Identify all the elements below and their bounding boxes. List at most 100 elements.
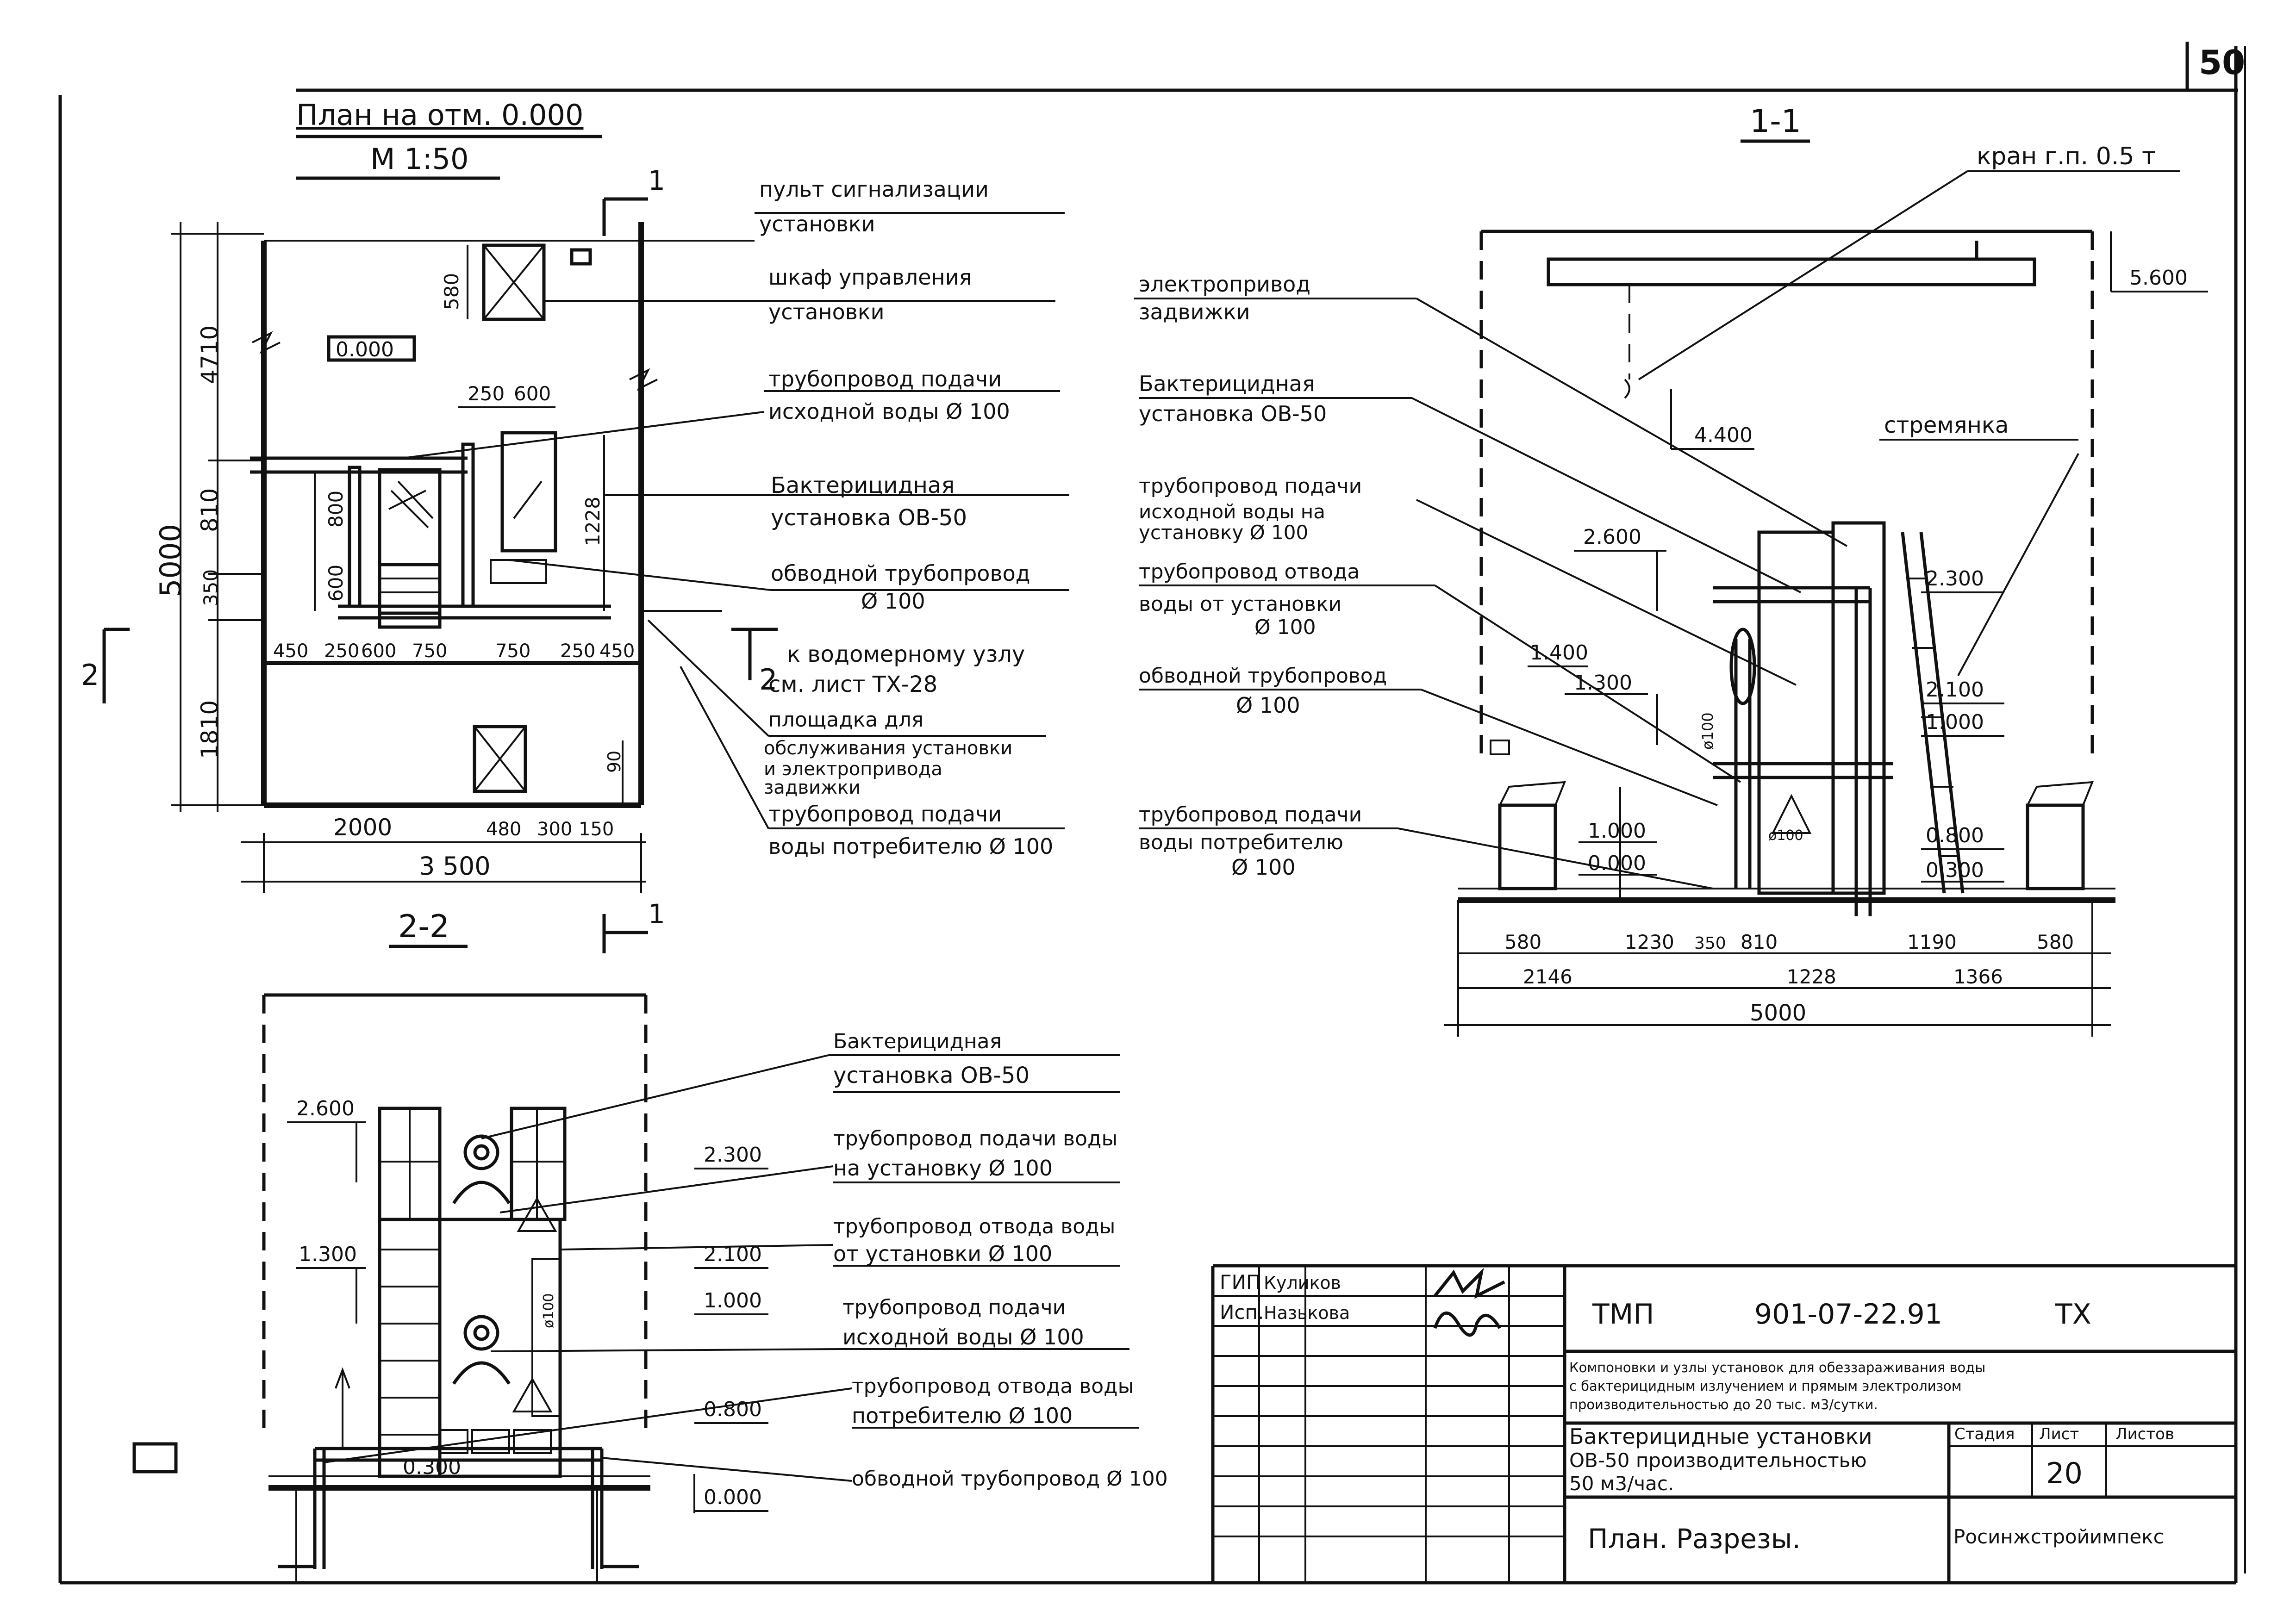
plan-dim-row-3: 750 <box>412 640 447 662</box>
section-1-1-dim2-1: 1228 <box>1787 965 1836 988</box>
section-2-2-level-5: 0.800 <box>704 1398 762 1421</box>
section-1-1-dim2-2: 1366 <box>1953 965 2003 988</box>
section-1-1-dim2-0: 2146 <box>1523 965 1572 988</box>
title-sheets-header: Листов <box>2115 1425 2174 1443</box>
section-2-2-level-7: 0.000 <box>704 1486 762 1509</box>
plan-callout-6-l1: площадка для <box>768 708 923 732</box>
plan-dim-v-3: 810 <box>196 488 223 532</box>
plan-dim-row-5: 250 <box>560 640 595 662</box>
section-1-1-dim1-0: 580 <box>1504 931 1541 953</box>
title-name-2: Назькова <box>1264 1303 1350 1323</box>
title-number: 901-07-22.91 <box>1754 1298 1942 1331</box>
plan-callout-2-l1: трубопровод подачи <box>768 367 1002 392</box>
plan-section-2-left: 2 <box>81 658 99 692</box>
section-2-2-callout-3-l2: исходной воды Ø 100 <box>842 1325 1084 1349</box>
plan-callout-5-l2: см. лист ТХ-28 <box>768 672 937 697</box>
title-content: План. Разрезы. <box>1588 1523 1801 1555</box>
section-2-2-title: 2-2 <box>398 908 449 945</box>
section-2-2-callout-1-l2: на установку Ø 100 <box>833 1156 1053 1181</box>
plan-dim-v-2: 5000 <box>154 524 187 597</box>
section-1-1-level-6: 2.100 <box>1926 678 1984 702</box>
section-1-1-level-1: 4.400 <box>1694 423 1753 447</box>
title-mark: ТХ <box>2055 1298 2091 1331</box>
section-1-1-callout-2-l3: установку Ø 100 <box>1139 521 1308 544</box>
section-2-2-level-2: 1.300 <box>299 1243 357 1266</box>
plan-callout-3-l1: Бактерицидная <box>771 473 955 498</box>
plan-view: План на отм. 0.000 М 1:50 0.000 <box>81 98 778 953</box>
plan-dim-total: 3 500 <box>419 852 491 881</box>
signature-1 <box>1434 1268 1505 1299</box>
plan-dim-bottom-2: 300 <box>537 819 572 840</box>
title-desc-1: Компоновки и узлы установок для обеззара… <box>1569 1360 1985 1375</box>
section-2-2-callout-0-l2: установка ОВ-50 <box>833 1063 1029 1088</box>
signature-2 <box>1433 1312 1502 1337</box>
section-1-1-title: 1-1 <box>1750 103 1801 140</box>
section-1-1-dim1-3: 810 <box>1741 931 1778 953</box>
title-sheet: 20 <box>2046 1456 2083 1490</box>
title-name-l1: Бактерицидные установки <box>1569 1424 1872 1449</box>
section-1-1-dim1-5: 580 <box>2037 931 2074 953</box>
plan-dim-v-5: 1810 <box>196 700 223 759</box>
section-1-1-ladder: стремянка <box>1884 412 2009 438</box>
section-1-1-callout-2-l1: трубопровод подачи <box>1139 474 1362 498</box>
section-1-1-pipe-0: ø100 <box>1699 712 1716 750</box>
section-1-1-callout-1-l2: установка ОВ-50 <box>1139 401 1327 426</box>
plan-dim-i-2: 1228 <box>581 497 604 546</box>
section-1-1-callout-5-l2: воды потребителю <box>1139 831 1343 854</box>
section-1-1-level-0: 5.600 <box>2129 266 2188 290</box>
plan-callouts: пульт сигнализации установки шкаф управл… <box>402 177 1069 859</box>
section-2-2-callouts: Бактерицидная установка ОВ-50 трубопрово… <box>324 1030 1168 1491</box>
plan-dim-top-1: 600 <box>514 382 551 405</box>
plan-callout-4-l1: обводной трубопровод <box>771 561 1030 586</box>
section-1-1-crane: кран г.п. 0.5 т <box>1977 143 2156 170</box>
plan-section-1-top: 1 <box>648 165 665 196</box>
title-role-2: Исп. <box>1220 1301 1264 1324</box>
section-1-1-callout-2-l2: исходной воды на <box>1139 500 1325 523</box>
section-1-1-dim1-1: 1230 <box>1625 931 1674 953</box>
section-2-2-callout-5-l1: обводной трубопровод Ø 100 <box>852 1467 1168 1491</box>
plan-callout-7-l2: воды потребителю Ø 100 <box>768 834 1053 859</box>
plan-dim-row-4: 750 <box>495 640 530 662</box>
title-block: ГИП Куликов Исп. Назькова ТМП 901-07-22.… <box>1211 1264 2236 1583</box>
plan-callout-6-l2: обслуживания установки <box>764 738 1012 759</box>
section-1-1-callout-4-l2: Ø 100 <box>1236 693 1300 718</box>
plan-scale: М 1:50 <box>370 142 468 176</box>
section-1-1-level-9: 0.000 <box>1588 852 1646 875</box>
plan-callout-4-l2: Ø 100 <box>861 589 925 614</box>
section-2-2-callout-0-l1: Бактерицидная <box>833 1030 1002 1053</box>
title-name-l3: 50 м3/час. <box>1569 1472 1674 1495</box>
sheet-number: 50 <box>2199 43 2245 82</box>
title-desc-3: производительностью до 20 тыс. м3/сутки. <box>1569 1397 1878 1412</box>
plan-dim-v-0: 4710 <box>196 325 223 384</box>
section-1-1-callouts: электропривод задвижки Бактерицидная уст… <box>1134 272 1847 889</box>
section-2-2-callout-2-l1: трубопровод отвода воды <box>833 1215 1115 1238</box>
section-1-1-callout-3-l2: воды от установки <box>1139 592 1341 616</box>
plan-dim-row-6: 450 <box>599 640 635 662</box>
title-role-1: ГИП <box>1220 1271 1261 1293</box>
plan-callout-0-l2: установки <box>759 211 875 236</box>
title-org: Росинжстройимпекс <box>1953 1525 2164 1548</box>
plan-section-1-bottom: 1 <box>648 898 665 930</box>
section-2-2-callout-4-l1: трубопровод отвода воды <box>852 1374 1134 1398</box>
plan-dim-i-1: 600 <box>324 565 347 602</box>
section-1-1-dim-total: 5000 <box>1750 1000 1806 1026</box>
plan-dim-bottom-3: 150 <box>579 819 614 840</box>
section-1-1-callout-5-l3: Ø 100 <box>1231 855 1296 880</box>
plan-dim-bottom-1: 480 <box>486 819 521 840</box>
section-1-1-level-8: 1.000 <box>1588 819 1646 843</box>
plan-dim-row-2: 600 <box>361 640 396 662</box>
plan-callout-7-l1: трубопровод подачи <box>768 802 1002 827</box>
section-1-1-dim1-2: 350 <box>1694 934 1726 953</box>
section-1-1-callout-3-l1: трубопровод отвода <box>1139 560 1360 584</box>
section-2-2-callout-3-l1: трубопровод подачи <box>842 1296 1066 1319</box>
section-2-2-callout-1-l1: трубопровод подачи воды <box>833 1127 1117 1150</box>
plan-callout-1-l2: установки <box>768 299 885 324</box>
plan-dim-v-1: 580 <box>440 273 463 310</box>
section-1-1-callout-3-l3: Ø 100 <box>1254 616 1316 639</box>
plan-level-mark: 0.000 <box>336 338 394 361</box>
plan-callout-6-l4: задвижки <box>764 777 861 798</box>
section-2-2-pipe: ø100 <box>541 1293 557 1328</box>
title-desc-2: с бактерицидным излучением и прямым элек… <box>1569 1378 1962 1394</box>
plan-callout-1-l1: шкаф управления <box>768 265 972 290</box>
